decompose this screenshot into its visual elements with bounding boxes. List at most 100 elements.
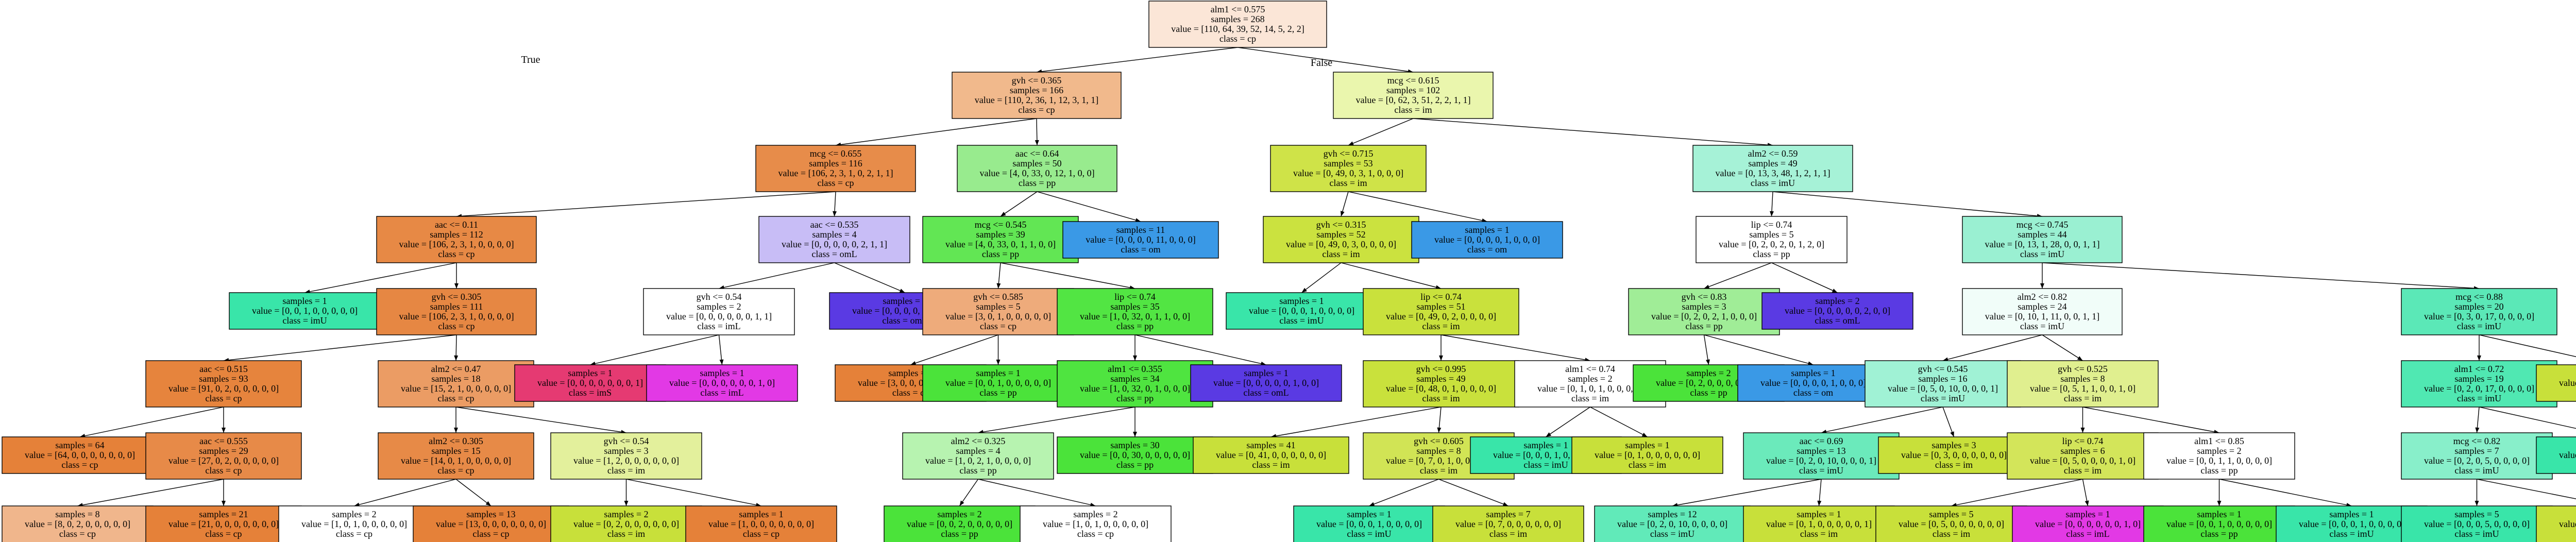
node-line: class = imU [282,315,327,326]
node-line: value = [0, 0, 0, 1, 0, 0, 0, 0] [1316,519,1422,529]
node-box [2,436,158,474]
node-box [2401,360,2557,408]
node-line: value = [3, 0, 1, 0, 0, 0, 0, 0] [945,311,1051,321]
node-line: value = [0, 3, 0, 17, 0, 0, 0, 0] [2424,311,2534,321]
edge-arrowhead [910,361,917,365]
node-line: value = [0, 7, 0, 1, 0, 0, 0, 0] [1386,455,1492,466]
node-box [1190,364,1342,402]
edge-arrowhead [1807,361,1814,366]
node-line: samples = 30 [1110,440,1159,450]
node-line: class = omL [811,249,857,259]
node-line: value = [0, 0, 2, 0, 0, 0, 0, 0] [907,519,1012,529]
node-line: value = [0, 41, 0, 0, 0, 0, 0, 0] [1216,450,1326,460]
node-line: value = [0, 49, 0, 2, 0, 0, 0, 0] [1386,311,1496,321]
node-line: samples = 1 [1797,509,1841,519]
node-line: class = imU [2454,465,2499,476]
node-line: value = [0, 5, 1, 1, 0, 0, 1, 0] [2030,383,2136,394]
tree-edge [1301,262,1342,293]
node-line: gvh <= 0.545 [1918,364,1968,374]
node-line: gvh <= 0.525 [2058,364,2108,374]
node-line: class = im [2064,465,2102,476]
node-line: aac <= 0.64 [1015,148,1059,159]
node-line: lip <= 0.74 [1420,292,1462,302]
edge-arrowhead [833,211,837,216]
node-line: samples = 3 [1682,301,1726,312]
node-line: class = im [1800,529,1838,539]
edge-arrowhead [2080,428,2085,433]
node-line: class = cp [1077,529,1114,539]
node-line: value = [0, 0, 0, 0, 0, 0, 1, 0] [2035,519,2141,529]
node-box [922,364,1074,402]
edge-arrowhead [1832,289,1838,293]
node-line: alm2 <= 0.59 [1748,148,1798,159]
node-line: class = im [1933,529,1970,539]
node-line: value = [0, 0, 0, 5, 0, 0, 0, 0] [2424,519,2530,529]
node-line: class = im [1935,460,1973,470]
node-line: gvh <= 0.605 [1414,436,1464,446]
node-line: class = pp [1116,393,1154,403]
edge-arrowhead [2475,427,2480,433]
node-line: aac <= 0.535 [810,219,859,230]
node-line: class = imU [2020,321,2064,331]
node-line: value = [0, 7, 0, 0, 0, 0, 0, 0] [1455,519,1561,529]
node-line: gvh <= 0.585 [973,292,1023,302]
tree-edge [1704,262,1772,289]
tree-edge [590,334,719,365]
node-line: samples = 11 [1116,225,1165,235]
node-line: class = pp [1685,321,1722,331]
node-line: samples = 49 [1748,158,1797,168]
node-line: samples = 2 [697,301,741,312]
node-line: samples = 18 [431,374,480,384]
node-box [145,505,302,542]
node-line: class = om [1467,244,1507,255]
node-line: samples = 2 [1815,296,1859,306]
node-box [755,145,916,192]
node-line: gvh <= 0.365 [1012,75,1062,86]
node-line: alm2 <= 0.325 [951,436,1006,446]
node-line: samples = 2 [1568,374,1612,384]
node-line: aac <= 0.515 [199,364,248,374]
tree-edge [1413,118,1773,146]
edge-arrowhead [1437,427,1442,433]
node-box [1571,436,1723,474]
tree-edge [1000,191,1038,217]
node-line: samples = 102 [1386,85,1440,95]
node-line: class = om [1793,387,1833,398]
node-line: samples = 2 [937,509,981,519]
node-box [685,505,837,542]
node-line: gvh <= 0.305 [432,292,482,302]
node-box [1696,216,1848,263]
node-box [145,360,302,408]
node-line: class = imU [1650,529,1694,539]
tree-edge [1238,47,1414,73]
node-line: value = [0, 2, 0, 17, 0, 0, 0, 0] [2424,383,2534,394]
tree-edge [2042,334,2083,361]
node-line: alm1 <= 0.85 [2194,436,2244,446]
node-line: class = pp [1019,178,1056,188]
node-line: class = imU [1347,529,1391,539]
node-line: value = [1, 0, 2, 1, 0, 0, 0, 0] [925,455,1031,466]
node-line: class = cp [205,465,242,476]
tree-edge [626,479,761,506]
node-line: value = [1, 0, 1, 0, 0, 0, 0, 0] [1043,519,1148,529]
tree-edge [77,479,224,506]
node-line: samples = 35 [1110,301,1159,312]
edge-arrowhead [1035,140,1039,145]
node-line: gvh <= 0.54 [697,292,742,302]
node-line: value = [0, 5, 0, 0, 0, 0, 1, 0] [2030,455,2136,466]
node-line: class = imU [1523,460,1568,470]
node-line: class = imS [569,387,612,398]
